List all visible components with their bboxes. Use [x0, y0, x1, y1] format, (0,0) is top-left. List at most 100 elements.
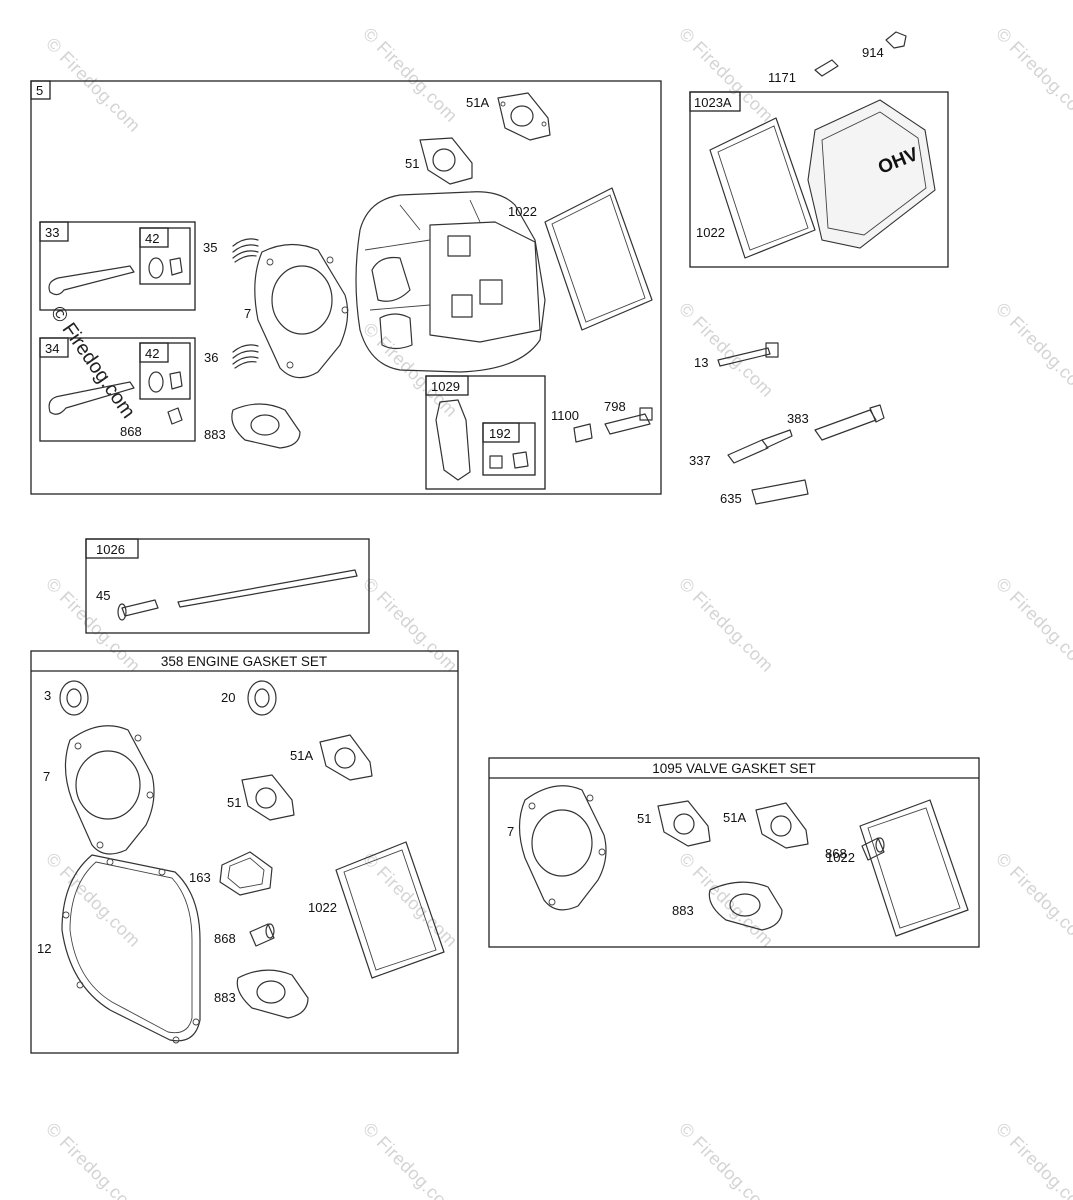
group-1023A-valve-cover[interactable]: 1023A 1022 OHV: [689, 91, 949, 268]
group-5-label: 5: [36, 83, 43, 98]
group-1023A-label: 1023A: [694, 95, 732, 110]
part-883-gasket[interactable]: 883: [672, 881, 783, 931]
part-7-head-gasket[interactable]: 7: [244, 243, 349, 379]
label-337: 337: [689, 453, 711, 468]
group-1095-valve-gasket-set[interactable]: 1095 VALVE GASKET SET: [488, 757, 980, 948]
watermark: © Firedog.com: [992, 849, 1073, 951]
part-914-bolt[interactable]: 914: [862, 31, 907, 60]
part-1022-gasket[interactable]: 1022: [508, 187, 653, 331]
part-1022-gasket[interactable]: 1022: [826, 799, 969, 937]
label-7: 7: [244, 306, 251, 321]
label-51: 51: [405, 156, 419, 171]
watermark: © Firedog.com: [992, 299, 1073, 401]
label-51A: 51A: [466, 95, 489, 110]
label-7: 7: [507, 824, 514, 839]
label-883: 883: [204, 427, 226, 442]
group-192-label: 192: [489, 426, 511, 441]
part-868-seal[interactable]: 868: [825, 837, 885, 861]
cylinder-head[interactable]: [355, 191, 546, 373]
watermark: © Firedog.com: [675, 574, 777, 676]
watermark: © Firedog.com: [42, 1119, 144, 1200]
label-51: 51: [637, 811, 651, 826]
label-12: 12: [37, 941, 51, 956]
group-34-exhaust-valve[interactable]: 34 42 868: [39, 337, 196, 442]
label-1022-cover: 1022: [696, 225, 725, 240]
watermark: © Firedog.com: [42, 34, 144, 136]
part-51A-gasket[interactable]: 51A: [723, 802, 809, 849]
label-1171: 1171: [768, 70, 796, 85]
label-635: 635: [720, 491, 742, 506]
label-51: 51: [227, 795, 241, 810]
part-635-boot[interactable]: 635: [720, 479, 809, 506]
part-868-seal[interactable]: 868: [214, 923, 275, 947]
label-3: 3: [44, 688, 51, 703]
label-163: 163: [189, 870, 211, 885]
part-12-crankcase-gasket[interactable]: 12: [37, 854, 201, 1044]
label-868: 868: [825, 846, 847, 861]
watermark: © Firedog.com: [359, 24, 461, 126]
part-51-gasket[interactable]: 51: [227, 774, 295, 821]
label-383: 383: [787, 411, 809, 426]
watermark: © Firedog.com: [992, 24, 1073, 126]
label-45: 45: [96, 588, 110, 603]
watermark: © Firedog.com: [675, 849, 777, 951]
part-883-gasket[interactable]: 883: [204, 403, 301, 449]
group-1095-title: 1095 VALVE GASKET SET: [652, 761, 816, 776]
group-34-label: 34: [45, 341, 59, 356]
group-33-intake-valve[interactable]: 33 42: [39, 221, 196, 311]
group-5-cylinder-head[interactable]: 5: [30, 80, 662, 495]
part-1100-798-adjusters[interactable]: 1100 798: [551, 399, 653, 443]
part-1022-gasket[interactable]: 1022: [308, 841, 445, 979]
label-20: 20: [221, 690, 235, 705]
part-51-gasket[interactable]: 51: [405, 137, 473, 185]
group-358-engine-gasket-set[interactable]: 358 ENGINE GASKET SET: [30, 650, 459, 1054]
label-1022: 1022: [826, 850, 855, 865]
part-51-gasket[interactable]: 51: [637, 800, 711, 847]
group-42-label: 42: [145, 231, 159, 246]
watermark: © Firedog.com: [359, 574, 461, 676]
part-51A-gasket[interactable]: 51A: [466, 92, 551, 141]
group-358-title: 358 ENGINE GASKET SET: [161, 654, 327, 669]
group-42-label: 42: [145, 346, 159, 361]
label-51A: 51A: [723, 810, 746, 825]
group-33-label: 33: [45, 225, 59, 240]
watermark: © Firedog.com: [359, 1119, 461, 1200]
part-1171-breather[interactable]: 1171: [768, 59, 839, 85]
label-798: 798: [604, 399, 626, 414]
watermark: © Firedog.com: [42, 574, 144, 676]
label-7: 7: [43, 769, 50, 784]
label-1022: 1022: [308, 900, 337, 915]
group-1029-rocker-arm[interactable]: 1029 192: [425, 375, 546, 490]
label-1100: 1100: [551, 408, 579, 423]
label-883: 883: [214, 990, 236, 1005]
label-36: 36: [204, 350, 218, 365]
group-1026-push-rod[interactable]: 1026 45: [85, 538, 370, 634]
label-883: 883: [672, 903, 694, 918]
watermark: © Firedog.com: [675, 1119, 777, 1200]
label-868: 868: [214, 931, 236, 946]
label-1022: 1022: [508, 204, 537, 219]
watermark: © Firedog.com: [992, 574, 1073, 676]
part-7-head-gasket[interactable]: 7: [43, 725, 155, 855]
part-36-spring[interactable]: 36: [204, 344, 259, 369]
part-163-gasket[interactable]: 163: [189, 851, 273, 896]
part-51A-gasket[interactable]: 51A: [290, 734, 373, 781]
part-3-seal[interactable]: 3: [44, 680, 89, 716]
group-1029-label: 1029: [431, 379, 460, 394]
label-868: 868: [120, 424, 142, 439]
group-1026-label: 1026: [96, 542, 125, 557]
label-35: 35: [203, 240, 217, 255]
part-7-head-gasket[interactable]: 7: [507, 785, 607, 911]
watermark: © Firedog.com: [359, 849, 461, 951]
part-20-seal[interactable]: 20: [221, 680, 277, 716]
watermark: © Firedog.com: [992, 1119, 1073, 1200]
part-383-spark-wire[interactable]: 383: [787, 404, 885, 441]
part-13-bolt[interactable]: 13: [694, 342, 779, 370]
label-51A: 51A: [290, 748, 313, 763]
label-914: 914: [862, 45, 884, 60]
part-35-spring[interactable]: 35: [203, 238, 259, 263]
part-337-spark-plug[interactable]: 337: [689, 429, 793, 468]
watermark-dark: © Firedog.com: [46, 302, 139, 422]
part-883-gasket[interactable]: 883: [214, 969, 309, 1019]
